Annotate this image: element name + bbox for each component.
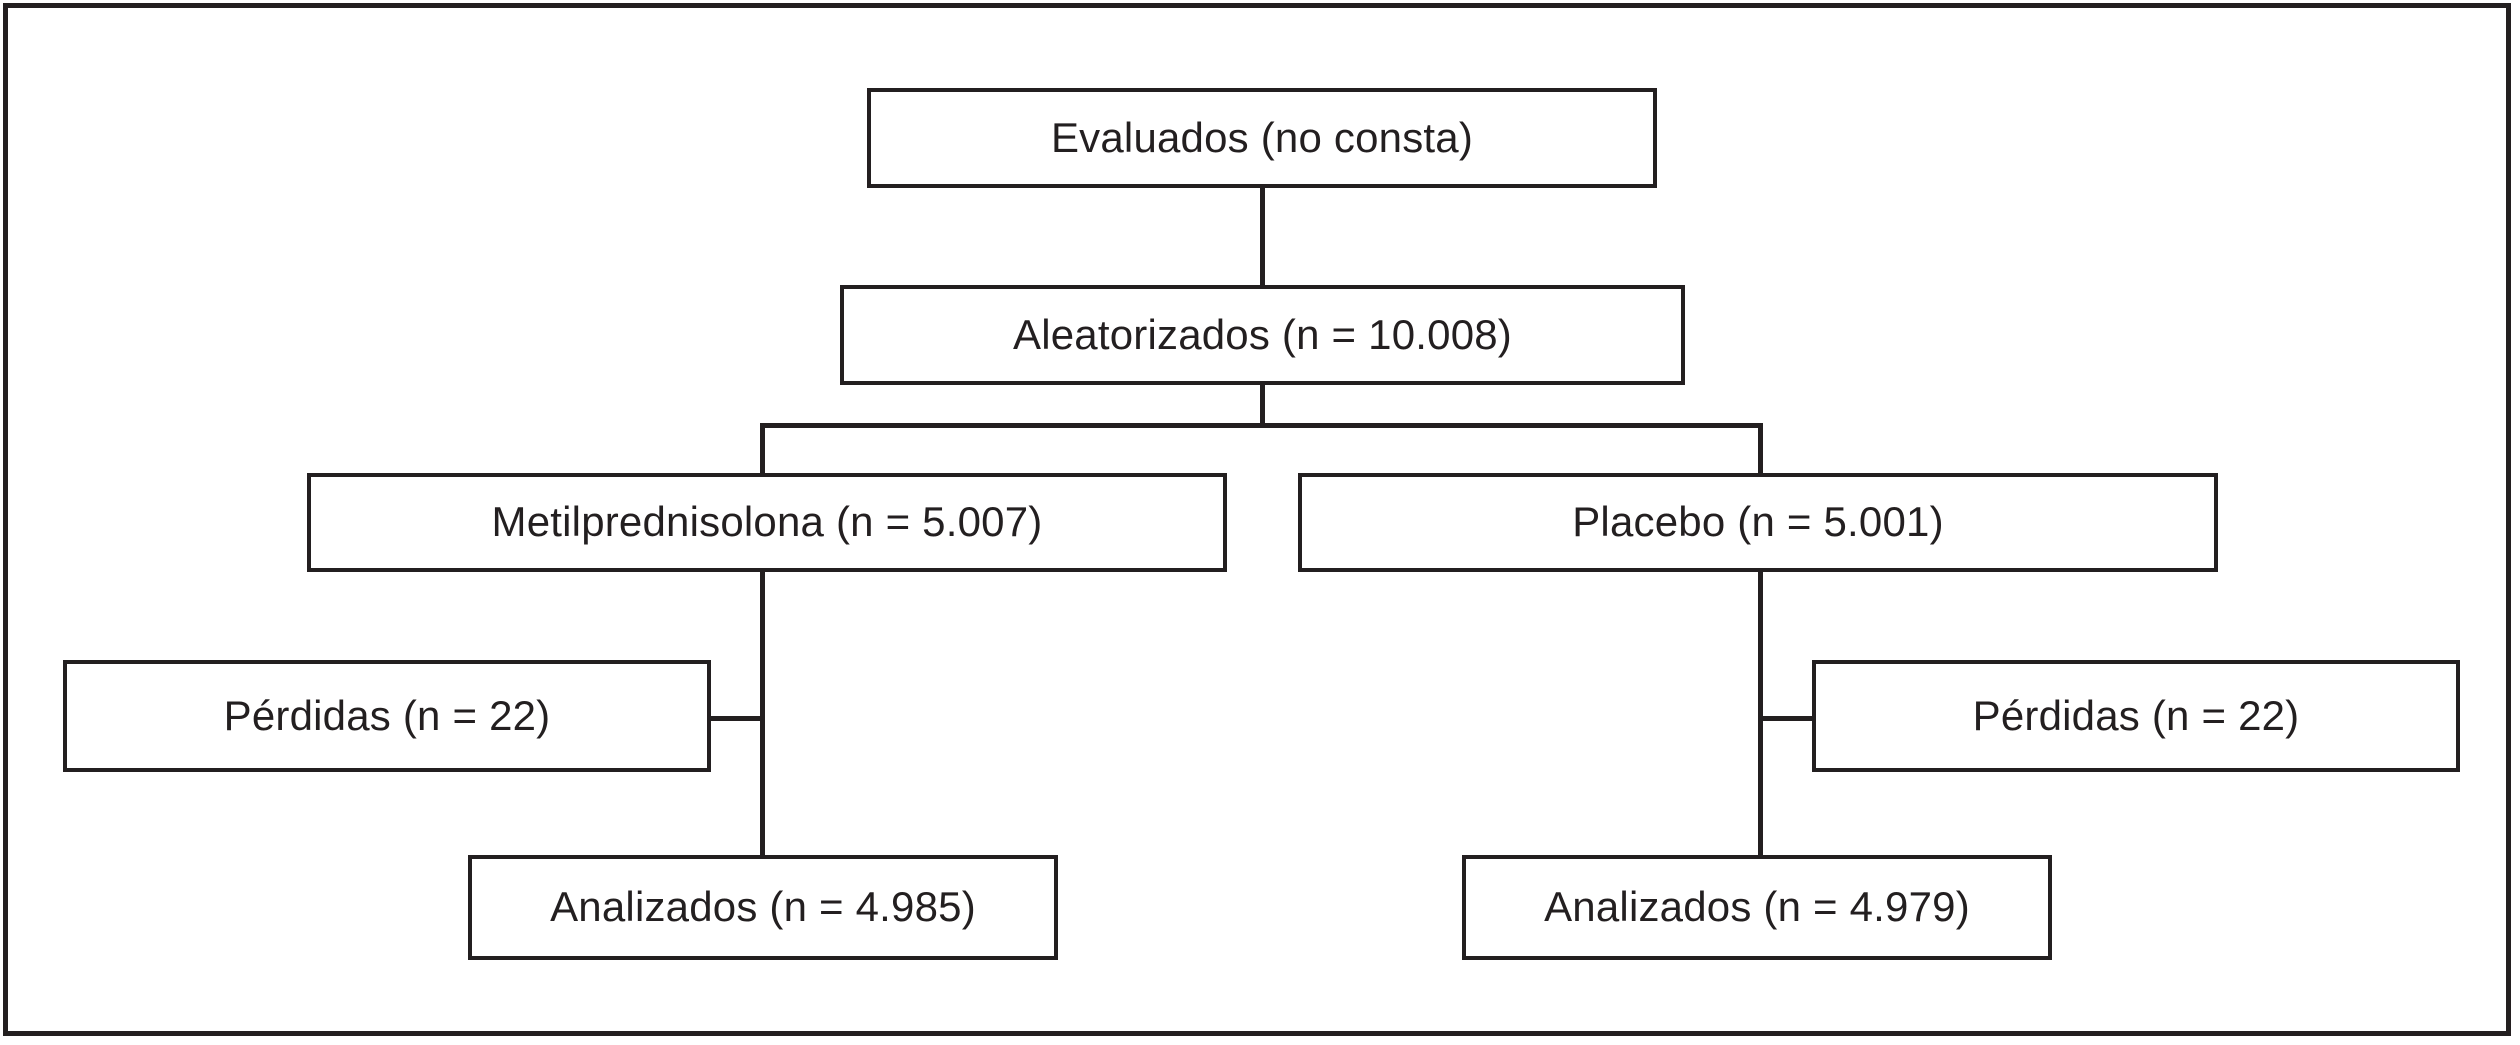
- edge-randomized-split-bar: [760, 423, 1763, 428]
- node-analizados-metilprednisolona-label: Analizados (n = 4.985): [550, 883, 976, 931]
- node-aleatorizados-label: Aleatorizados (n = 10.008): [1012, 310, 1512, 358]
- node-metilprednisolona[interactable]: Metilprednisolona (n = 5.007): [307, 473, 1227, 572]
- node-perdidas-metilprednisolona[interactable]: Pérdidas (n = 22): [63, 660, 711, 772]
- node-placebo[interactable]: Placebo (n = 5.001): [1298, 473, 2218, 572]
- node-evaluados[interactable]: Evaluados (no consta): [867, 88, 1657, 188]
- edge-split-to-arm-treatment: [760, 423, 765, 475]
- edge-randomized-stem: [1260, 385, 1265, 427]
- node-perdidas-metilprednisolona-label: Pérdidas (n = 22): [223, 691, 551, 739]
- node-analizados-placebo[interactable]: Analizados (n = 4.979): [1462, 855, 2052, 960]
- node-aleatorizados[interactable]: Aleatorizados (n = 10.008): [840, 285, 1685, 385]
- node-evaluados-label: Evaluados (no consta): [1050, 113, 1474, 161]
- node-analizados-placebo-label: Analizados (n = 4.979): [1544, 883, 1970, 931]
- edge-enrollment-to-randomized: [1260, 188, 1265, 290]
- node-analizados-metilprednisolona[interactable]: Analizados (n = 4.985): [468, 855, 1058, 960]
- node-perdidas-placebo[interactable]: Pérdidas (n = 22): [1812, 660, 2460, 772]
- edge-split-to-arm-placebo: [1758, 423, 1763, 475]
- node-perdidas-placebo-label: Pérdidas (n = 22): [1972, 691, 2300, 739]
- edge-arm-placebo-to-losses: [1758, 716, 1814, 721]
- node-placebo-label: Placebo (n = 5.001): [1572, 498, 1944, 546]
- node-metilprednisolona-label: Metilprednisolona (n = 5.007): [491, 498, 1043, 546]
- edge-arm-treatment-to-losses: [709, 716, 765, 721]
